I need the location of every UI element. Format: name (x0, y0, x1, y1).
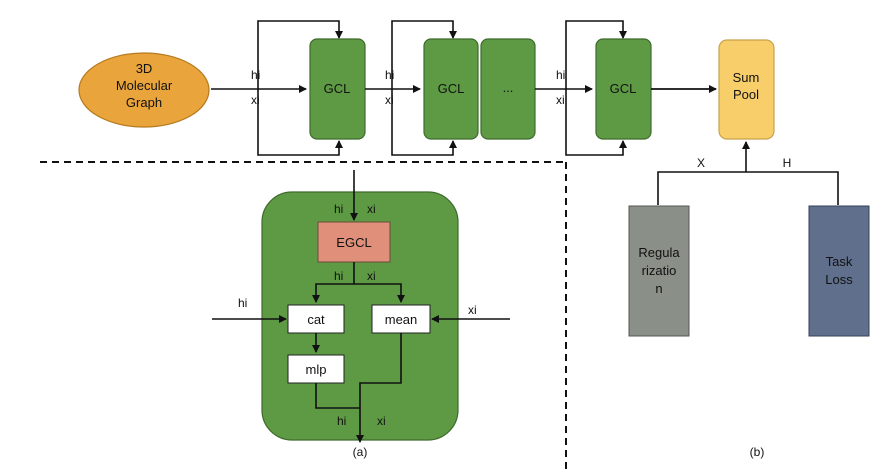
top-pipeline: 3D Molecular Graph hi xi GCL hi xi GCL .… (78, 20, 775, 156)
external-xi-label: xi (468, 303, 477, 317)
input-hi-label-3: hi (556, 68, 565, 82)
skip-loop-bottom-1 (257, 89, 343, 156)
input-hi-label-2: hi (385, 68, 394, 82)
arrow-egcl-to-cat (312, 283, 354, 303)
panel-a-caption: (a) (353, 445, 368, 459)
x-branch-label: X (697, 156, 705, 170)
loss-branch-connector (657, 171, 839, 205)
skip-loop-top-3 (565, 20, 627, 89)
mean-block (371, 304, 431, 334)
input-xi-label-2: xi (385, 93, 394, 107)
mean-output-path (359, 333, 402, 408)
mlp-label: mlp (306, 362, 327, 377)
regularization-label-line-1: Regula (638, 245, 680, 260)
sum-pool-label-line-2: Pool (733, 87, 759, 102)
regularization-block (628, 205, 690, 337)
panel-b-caption: (b) (750, 445, 765, 459)
sum-pool-label-line-1: Sum (733, 70, 760, 85)
mlp-block (287, 354, 345, 384)
gcl-label-2: GCL (438, 81, 465, 96)
gcl-ellipsis-label: ... (503, 80, 514, 95)
h-branch-label: H (783, 156, 792, 170)
egcl-input-xi-label: xi (367, 202, 376, 216)
sum-pool-block (718, 39, 775, 140)
cat-label: cat (307, 312, 325, 327)
gcl-block-2 (423, 38, 479, 140)
output-hi-label: hi (337, 414, 346, 428)
molecular-graph-node (78, 52, 210, 128)
molecular-graph-label-line-1: 3D (136, 61, 153, 76)
panel-b: X H Regula rizatio n Task Loss (b) (628, 141, 870, 459)
input-xi-label-3: xi (556, 93, 565, 107)
cat-block (287, 304, 345, 334)
panel-a: hi xi EGCL hi xi cat mean hi xi mlp hi x… (212, 170, 510, 459)
gcl-label-3: GCL (610, 81, 637, 96)
external-hi-label: hi (238, 296, 247, 310)
gcl-label-1: GCL (324, 81, 351, 96)
egcl-output-hi-label: hi (334, 269, 343, 283)
task-loss-label-line-2: Loss (825, 272, 853, 287)
arrow-egcl-to-mean (354, 283, 405, 303)
task-loss-label-line-1: Task (826, 254, 853, 269)
regularization-label-line-3: n (655, 281, 662, 296)
egcl-input-hi-label: hi (334, 202, 343, 216)
skip-loop-bottom-3 (565, 89, 627, 156)
skip-loop-top-1 (257, 20, 343, 89)
regularization-label-line-2: rizatio (642, 263, 677, 278)
input-xi-label-1: xi (251, 93, 260, 107)
skip-loop-top-2 (391, 20, 457, 89)
molecular-graph-label-line-2: Molecular (116, 78, 173, 93)
mlp-output-path (315, 383, 360, 409)
output-xi-label: xi (377, 414, 386, 428)
task-loss-block (808, 205, 870, 337)
input-hi-label-1: hi (251, 68, 260, 82)
molecular-graph-label-line-3: Graph (126, 95, 162, 110)
egcl-block (317, 221, 391, 263)
egcl-label: EGCL (336, 235, 371, 250)
mean-label: mean (385, 312, 418, 327)
egcl-output-xi-label: xi (367, 269, 376, 283)
skip-loop-bottom-2 (391, 89, 457, 156)
